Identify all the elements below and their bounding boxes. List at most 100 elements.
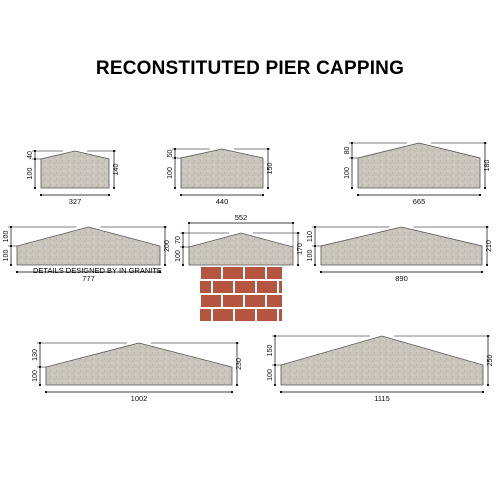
dim-tick	[480, 270, 484, 274]
brick	[257, 281, 277, 293]
dim-tick	[296, 263, 300, 267]
brick	[257, 309, 277, 321]
capping-327: 100 40 140 327	[27, 149, 120, 206]
dim-tick	[163, 225, 167, 229]
dim-base-label: 100	[307, 250, 314, 262]
capping-440: 100 50 150 440	[167, 147, 274, 206]
dim-tick	[158, 270, 162, 274]
dim-tick	[485, 263, 489, 267]
dim-peak-label: 100	[3, 231, 10, 243]
designer-note: DETAILS DESIGNED BY IN GRANITE	[33, 266, 162, 275]
brick-pier	[200, 266, 282, 322]
dim-total-label: 140	[113, 164, 120, 176]
dim-tick	[163, 263, 167, 267]
dim-tick	[235, 341, 239, 345]
dim-width-label: 1002	[131, 394, 148, 403]
dim-tick	[319, 270, 323, 274]
dim-tick	[313, 263, 317, 267]
dim-width-label: 552	[235, 213, 248, 222]
brick	[201, 267, 221, 279]
dim-tick	[38, 383, 42, 387]
dim-tick	[273, 363, 277, 367]
dim-width-label: 327	[69, 197, 82, 206]
dim-peak-label: 80	[344, 147, 351, 155]
dim-total-label: 230	[236, 358, 243, 370]
brick	[213, 281, 233, 293]
dim-tick	[356, 193, 360, 197]
dim-peak-label: 70	[175, 236, 182, 244]
brick	[245, 267, 265, 279]
brick	[213, 309, 233, 321]
dim-tick	[9, 263, 13, 267]
brick	[201, 295, 221, 307]
brick	[267, 267, 282, 279]
dim-tick	[181, 231, 185, 235]
dim-tick	[235, 383, 239, 387]
dim-tick	[486, 334, 490, 338]
dim-tick	[33, 186, 37, 190]
dim-total-label: 170	[297, 243, 304, 255]
dim-tick	[9, 244, 13, 248]
dim-base-label: 100	[27, 168, 34, 180]
dim-tick	[112, 186, 116, 190]
capping-stone	[180, 148, 264, 189]
dim-tick	[173, 186, 177, 190]
brick	[279, 281, 282, 293]
dim-tick	[44, 390, 48, 394]
dim-tick	[181, 245, 185, 249]
dim-tick	[173, 156, 177, 160]
dim-total-label: 150	[267, 163, 274, 175]
dim-peak-label: 40	[27, 151, 34, 159]
dim-peak-label: 50	[167, 150, 174, 158]
dim-tick	[273, 383, 277, 387]
dim-base-label: 100	[267, 369, 274, 381]
dim-tick	[350, 141, 354, 145]
dim-tick	[112, 149, 116, 153]
brick	[267, 295, 282, 307]
brick	[235, 309, 255, 321]
dim-tick	[179, 193, 183, 197]
dim-tick	[107, 193, 111, 197]
dim-tick	[33, 157, 37, 161]
dim-total-label: 210	[486, 240, 493, 252]
capping-1115: 100 150 250 1115	[267, 334, 494, 403]
dim-tick	[173, 147, 177, 151]
dim-base-label: 100	[167, 167, 174, 179]
brick	[223, 295, 243, 307]
dim-tick	[266, 186, 270, 190]
dim-tick	[38, 365, 42, 369]
dim-tick	[266, 147, 270, 151]
dim-tick	[181, 263, 185, 267]
dim-tick	[486, 383, 490, 387]
dim-total-label: 250	[487, 355, 494, 367]
dim-base-label: 100	[32, 370, 39, 382]
dim-tick	[350, 156, 354, 160]
dim-tick	[313, 244, 317, 248]
dim-base-label: 100	[344, 167, 351, 179]
dim-peak-label: 110	[307, 231, 314, 242]
dim-tick	[279, 390, 283, 394]
dim-peak-label: 150	[267, 345, 274, 357]
capping-stone	[320, 226, 483, 266]
dim-tick	[350, 186, 354, 190]
dim-tick	[296, 231, 300, 235]
brick	[235, 281, 255, 293]
dim-tick	[483, 141, 487, 145]
dim-width-label: 440	[216, 197, 229, 206]
dim-tick	[478, 193, 482, 197]
dim-tick	[33, 149, 37, 153]
dim-base-label: 100	[3, 250, 10, 262]
dim-tick	[230, 390, 234, 394]
capping-stone	[16, 226, 161, 266]
brick	[200, 281, 211, 293]
page-title: RECONSTITUTED PIER CAPPING	[95, 58, 405, 79]
brick	[279, 309, 282, 321]
dim-width-label: 1115	[374, 394, 390, 403]
capping-stone	[280, 335, 484, 386]
capping-stone	[188, 232, 294, 266]
dim-tick	[9, 225, 13, 229]
